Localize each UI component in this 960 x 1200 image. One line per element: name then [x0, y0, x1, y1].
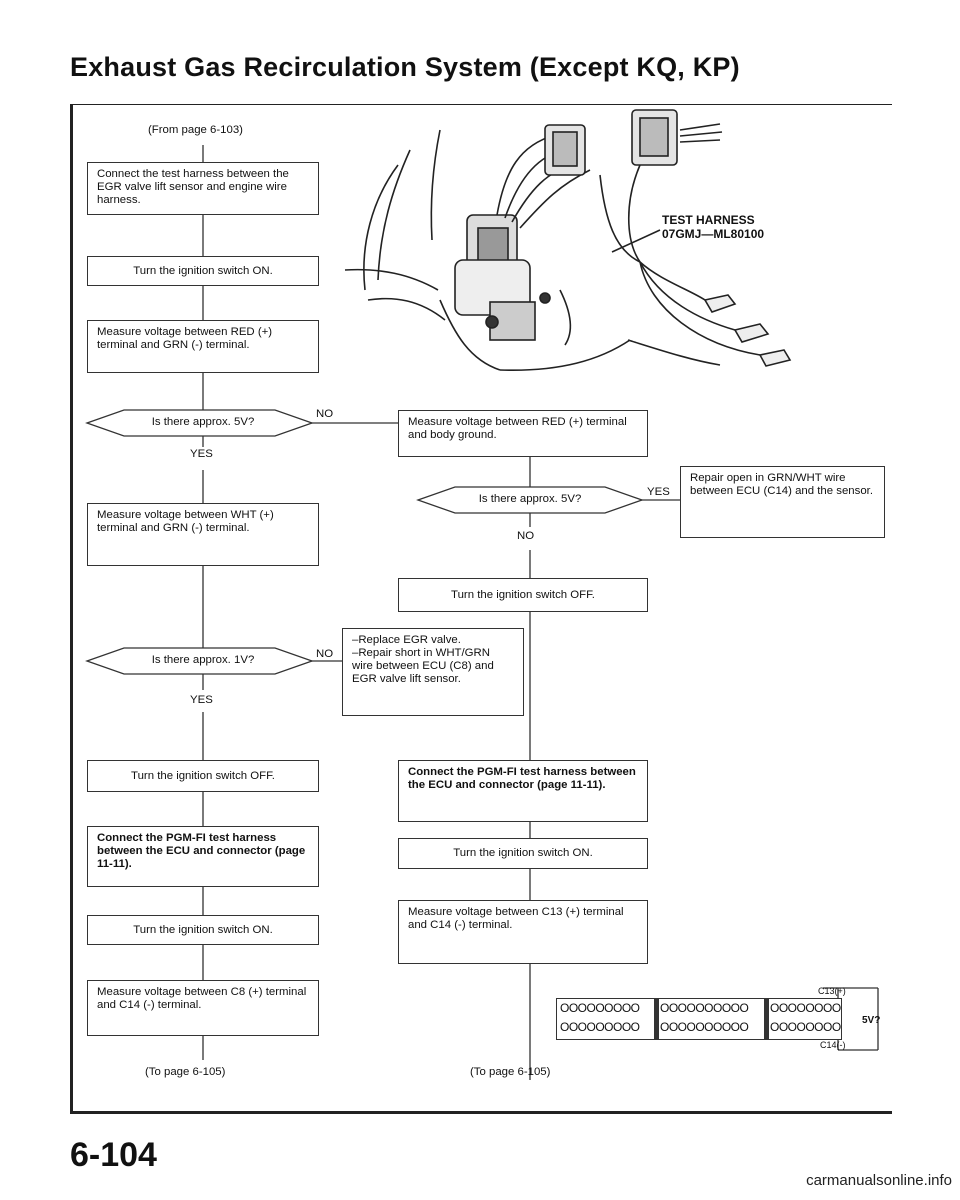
tool-label: TEST HARNESS	[662, 213, 755, 227]
decision-d1-text: Is there approx. 5V?	[151, 416, 255, 428]
step-measure-red-grn: Measure voltage between RED (+) terminal…	[87, 320, 319, 373]
frame-bottom-rule	[70, 1111, 892, 1114]
voltmeter-label: 5V?	[862, 1015, 881, 1026]
tool-number: 07GMJ—ML80100	[662, 227, 765, 241]
connector-divider-1	[654, 999, 659, 1039]
replace-egr-line: –Replace EGR valve.	[352, 634, 461, 646]
title-rule	[70, 104, 892, 105]
decision-d2-yes: YES	[190, 694, 213, 706]
step-ignition-on-middle: Turn the ignition switch ON.	[398, 838, 648, 869]
pin-c14-label: C14(-)	[820, 1040, 846, 1050]
decision-d1-shape	[85, 409, 314, 437]
connector-row1-block3: OOOOOOOO	[770, 1001, 841, 1015]
step-ignition-off-left: Turn the ignition switch OFF.	[87, 760, 319, 792]
connector-row1-block2: OOOOOOOOOO	[660, 1001, 749, 1015]
step-ignition-off-middle: Turn the ignition switch OFF.	[398, 578, 648, 612]
step-measure-wht-grn: Measure voltage between WHT (+) terminal…	[87, 503, 319, 566]
connector-row2-block2: OOOOOOOOOO	[660, 1020, 749, 1034]
harness-illustration	[344, 109, 792, 372]
frame-left-rule	[70, 104, 73, 1114]
connector-row2-block3: OOOOOOOO	[770, 1020, 841, 1034]
step-ignition-on-left: Turn the ignition switch ON.	[87, 915, 319, 945]
repair-short-line: –Repair short in WHT/GRN wire between EC…	[352, 647, 494, 685]
decision-d3-shape	[416, 486, 644, 514]
from-page-reference: (From page 6-103)	[148, 124, 243, 136]
decision-d1-yes: YES	[190, 448, 213, 460]
decision-d2-shape	[85, 647, 314, 675]
step-ignition-on-1: Turn the ignition switch ON.	[87, 256, 319, 286]
step-connect-pgm-fi-left: Connect the PGM-FI test harness between …	[87, 826, 319, 887]
page-number: 6-104	[70, 1136, 157, 1174]
decision-d3-no: NO	[517, 530, 535, 542]
decision-d2-text: Is there approx. 1V?	[151, 654, 255, 666]
step-connect-test-harness: Connect the test harness between the EGR…	[87, 162, 319, 215]
decision-d3-yes: YES	[647, 486, 670, 498]
step-measure-red-body-ground: Measure voltage between RED (+) terminal…	[398, 410, 648, 457]
ecu-connector: OOOOOOOOO OOOOOOOOOO OOOOOOOO OOOOOOOOO …	[556, 998, 842, 1040]
decision-d1-no: NO	[316, 408, 334, 420]
step-measure-c13-c14: Measure voltage between C13 (+) terminal…	[398, 900, 648, 964]
to-page-reference-middle: (To page 6-105)	[470, 1066, 551, 1078]
decision-d2-no: NO	[316, 648, 334, 660]
page-title: Exhaust Gas Recirculation System (Except…	[70, 52, 740, 82]
decision-d3-text: Is there approx. 5V?	[478, 493, 582, 505]
step-connect-pgm-fi-middle: Connect the PGM-FI test harness between …	[398, 760, 648, 822]
connector-row1-block1: OOOOOOOOO	[560, 1001, 640, 1015]
to-page-reference-left: (To page 6-105)	[145, 1066, 226, 1078]
decision-diamonds	[85, 409, 644, 675]
pin-c13-label: C13(+)	[818, 986, 846, 996]
step-repair-open-grn-wht: Repair open in GRN/WHT wire between ECU …	[680, 466, 885, 538]
step-measure-c8-c14: Measure voltage between C8 (+) terminal …	[87, 980, 319, 1036]
step-replace-egr-valve: –Replace EGR valve. –Repair short in WHT…	[342, 628, 524, 716]
connector-row2-block1: OOOOOOOOO	[560, 1020, 640, 1034]
connector-divider-2	[764, 999, 769, 1039]
watermark: carmanualsonline.info	[806, 1172, 952, 1189]
